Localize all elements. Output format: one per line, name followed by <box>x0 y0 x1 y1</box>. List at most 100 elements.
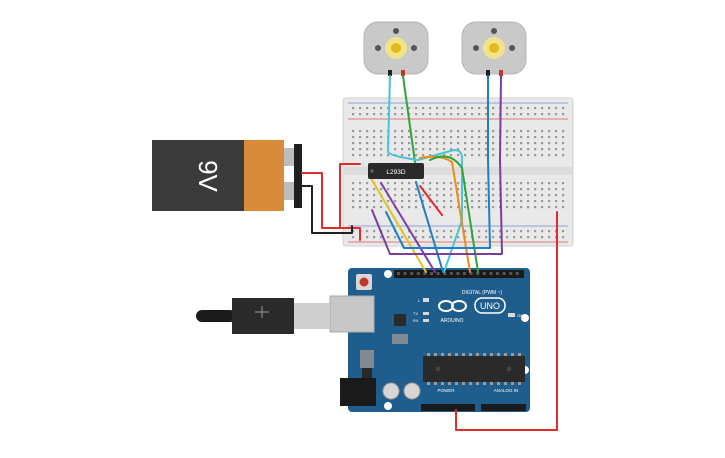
breadboard-hole <box>401 142 404 145</box>
breadboard-hole <box>520 236 523 239</box>
breadboard-hole <box>366 154 369 157</box>
breadboard-hole <box>471 182 474 185</box>
breadboard-hole <box>352 182 355 185</box>
breadboard-hole <box>506 154 509 157</box>
breadboard-hole <box>450 236 453 239</box>
breadboard-hole <box>492 130 495 133</box>
mcu-pin <box>483 353 486 356</box>
breadboard-hole <box>380 130 383 133</box>
breadboard-hole <box>415 230 418 233</box>
mcu-pin <box>455 353 458 356</box>
battery-9v[interactable]: 9V <box>152 140 302 211</box>
breadboard-hole <box>401 206 404 209</box>
mcu-pin <box>476 353 479 356</box>
breadboard-hole <box>352 194 355 197</box>
breadboard-hole <box>541 154 544 157</box>
breadboard-hole <box>478 206 481 209</box>
breadboard-hole <box>436 230 439 233</box>
breadboard-hole <box>352 148 355 151</box>
header-pin <box>476 272 480 275</box>
breadboard-hole <box>548 182 551 185</box>
analog-in-label: ANALOG IN <box>494 388 519 393</box>
breadboard-hole <box>506 230 509 233</box>
dc-motor-right[interactable] <box>461 21 527 76</box>
breadboard-hole <box>387 236 390 239</box>
breadboard-hole <box>415 107 418 110</box>
breadboard-hole <box>352 206 355 209</box>
breadboard-hole <box>513 107 516 110</box>
breadboard-hole <box>506 188 509 191</box>
breadboard-hole <box>513 236 516 239</box>
breadboard-hole <box>415 148 418 151</box>
breadboard-hole <box>408 107 411 110</box>
breadboard-hole <box>527 130 530 133</box>
mcu-pin <box>469 382 472 385</box>
breadboard-hole <box>380 200 383 203</box>
breadboard-hole <box>513 206 516 209</box>
breadboard-hole <box>387 154 390 157</box>
breadboard-hole <box>520 148 523 151</box>
breadboard-hole <box>471 142 474 145</box>
mcu-pin <box>462 353 465 356</box>
breadboard-hole <box>562 206 565 209</box>
breadboard-hole <box>520 182 523 185</box>
breadboard-hole <box>450 206 453 209</box>
breadboard-hole <box>450 142 453 145</box>
breadboard-hole <box>373 136 376 139</box>
breadboard-hole <box>422 136 425 139</box>
breadboard-hole <box>478 136 481 139</box>
red-jumper-top <box>339 163 361 229</box>
dc-motor-left[interactable] <box>363 21 429 76</box>
breadboard-hole <box>408 154 411 157</box>
breadboard-hole <box>359 107 362 110</box>
mcu-pin <box>455 382 458 385</box>
mcu-pin <box>441 353 444 356</box>
breadboard-hole <box>436 148 439 151</box>
breadboard-hole <box>359 148 362 151</box>
breadboard-hole <box>366 142 369 145</box>
breadboard-hole <box>464 230 467 233</box>
breadboard-hole <box>534 236 537 239</box>
header-pin <box>489 272 493 275</box>
arduino-uno-board[interactable]: DIGITAL (PWM ~) UNO ARDUINO L TX RX ON <box>329 268 530 412</box>
breadboard-hole <box>429 206 432 209</box>
breadboard-hole <box>429 107 432 110</box>
blue-loop-wire <box>385 159 491 249</box>
breadboard-hole <box>527 230 530 233</box>
breadboard-hole <box>464 130 467 133</box>
breadboard-hole <box>366 206 369 209</box>
breadboard-hole <box>492 188 495 191</box>
breadboard-hole <box>359 154 362 157</box>
header-pin <box>436 272 440 275</box>
breadboard-hole <box>548 113 551 116</box>
breadboard-hole <box>450 194 453 197</box>
breadboard-hole <box>401 130 404 133</box>
usb-cable[interactable] <box>196 298 330 334</box>
breadboard-hole <box>443 182 446 185</box>
breadboard-hole <box>422 107 425 110</box>
breadboard-hole <box>352 230 355 233</box>
breadboard-hole <box>464 206 467 209</box>
breadboard-hole <box>520 136 523 139</box>
breadboard-hole <box>527 200 530 203</box>
breadboard-hole <box>534 182 537 185</box>
breadboard[interactable] <box>342 97 574 247</box>
power-red-wire <box>455 211 558 431</box>
breadboard-hole <box>513 230 516 233</box>
breadboard-hole <box>373 236 376 239</box>
breadboard-hole <box>541 107 544 110</box>
breadboard-hole <box>443 142 446 145</box>
breadboard-hole <box>513 154 516 157</box>
breadboard-hole <box>478 236 481 239</box>
breadboard-hole <box>520 188 523 191</box>
breadboard-hole <box>401 136 404 139</box>
mcu-pin <box>427 382 430 385</box>
breadboard-hole <box>492 154 495 157</box>
breadboard-hole <box>555 136 558 139</box>
breadboard-hole <box>562 113 565 116</box>
breadboard-hole <box>359 182 362 185</box>
breadboard-hole <box>359 194 362 197</box>
power-header <box>421 404 475 411</box>
l293d-chip[interactable]: L293D <box>368 163 424 179</box>
